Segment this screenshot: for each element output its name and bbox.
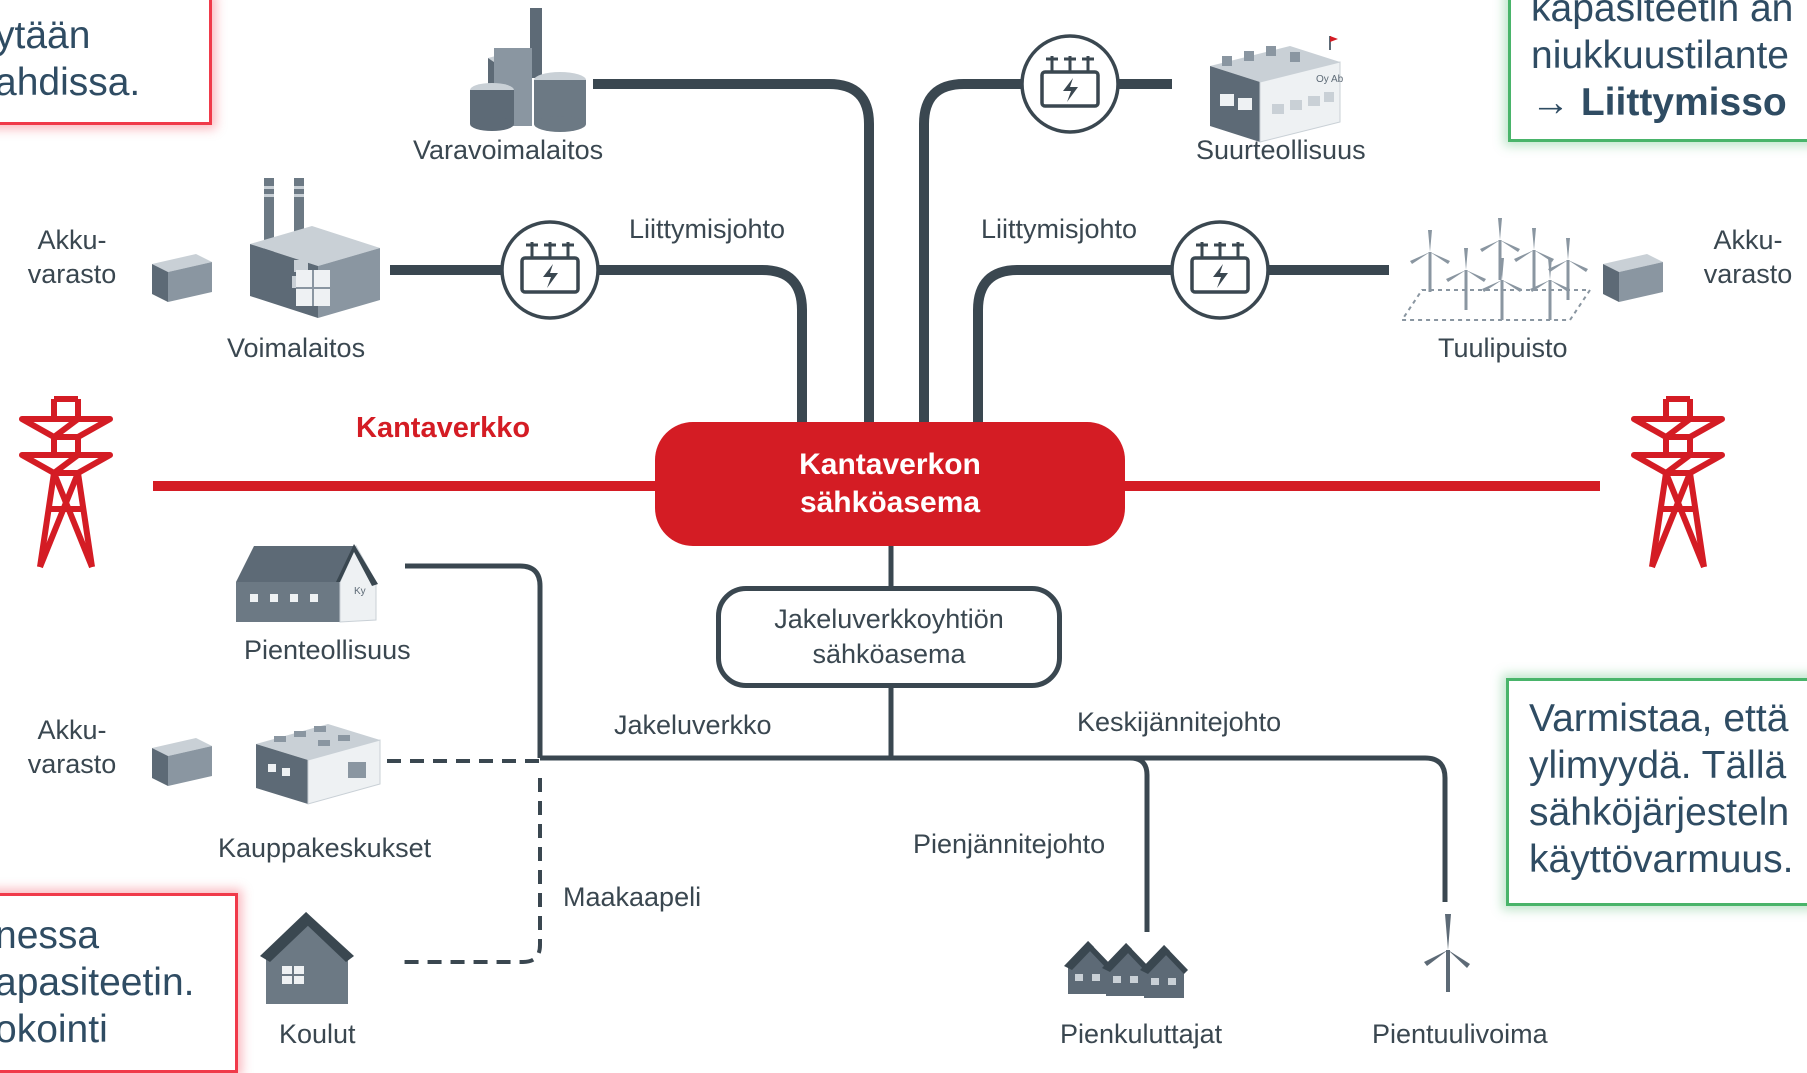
houses-icon <box>1064 941 1188 998</box>
note-top-right: kapasiteetin an niukkuustilante → Liitty… <box>1508 0 1807 142</box>
wind-farm-icon <box>1400 216 1592 322</box>
label-connection-line-right: Liittymisjohto <box>981 214 1138 244</box>
mall-icon <box>256 724 381 805</box>
note-line: nessa <box>0 914 100 957</box>
label-small-wind: Pientuulivoima <box>1372 1019 1548 1049</box>
battery-label-line-1: Akku- <box>1713 225 1783 255</box>
wind-turbine-icon <box>1424 914 1470 992</box>
label-backup-plant: Varavoimalaitos <box>413 135 604 165</box>
note-line: Varmistaa, että <box>1529 697 1789 740</box>
battery-label-line-1: Akku- <box>37 225 107 255</box>
note-line: käyttövarmuus. <box>1529 838 1794 881</box>
note-line: okointi <box>0 1008 108 1051</box>
line-wind-farm <box>973 265 1389 422</box>
line-factory <box>919 79 1172 422</box>
label-small-industry: Pienteollisuus <box>244 635 411 665</box>
distribution-substation: Jakeluverkkoyhtiön sähköasema <box>716 586 1062 688</box>
line-low-voltage <box>1129 755 1150 932</box>
label-low-voltage: Pienjännitejohto <box>913 829 1106 859</box>
note-mid-right: Varmistaa, että ylimyydä. Tällä sähköjär… <box>1506 678 1807 906</box>
factory-sign: Oy Ab <box>1316 74 1344 85</box>
transformer-icon-plant <box>500 220 600 320</box>
battery-icon-left-top <box>152 254 212 302</box>
label-power-plant: Voimalaitos <box>227 333 366 363</box>
workshop-icon: Ky <box>236 544 378 623</box>
label-schools: Koulut <box>279 1019 356 1049</box>
battery-icon-left-mid <box>152 738 212 786</box>
battery-label-line-2: varasto <box>27 259 117 289</box>
line-distribution <box>540 755 1448 902</box>
label-malls: Kauppakeskukset <box>218 833 432 863</box>
substation-label-2: sähköasema <box>799 486 981 519</box>
note-bottom-left: nessa apasiteetin. okointi <box>0 893 238 1073</box>
label-battery-left-top: Akku- varasto <box>6 223 138 291</box>
note-line: ytään <box>0 14 91 57</box>
line-workshop <box>405 563 543 758</box>
substation-label-1: Kantaverkon <box>799 448 981 481</box>
battery-label-line-2: varasto <box>1703 259 1793 289</box>
dist-station-label-1: Jakeluverkkoyhtiön <box>774 604 1004 634</box>
note-top-left: ytään ahdissa. <box>0 0 212 125</box>
battery-label-line-2: varasto <box>27 749 117 779</box>
label-distribution-network: Jakeluverkko <box>614 710 772 740</box>
note-line: apasiteetin. <box>0 961 195 1004</box>
school-icon <box>260 912 354 1004</box>
label-large-industry: Suurteollisuus <box>1196 135 1366 165</box>
line-power-plant <box>390 265 807 422</box>
underground-cable <box>387 759 542 964</box>
transformer-icon-wind <box>1170 220 1270 320</box>
label-battery-left-mid: Akku- varasto <box>6 713 138 781</box>
transformer-icon-factory <box>1020 34 1120 134</box>
grid-title: Kantaverkko <box>356 412 531 444</box>
pylon-icon-right <box>1634 399 1722 567</box>
label-connection-line-left: Liittymisjohto <box>629 214 786 244</box>
pylon-icon-left <box>22 399 110 567</box>
note-line: ylimyydä. Tällä <box>1529 744 1787 787</box>
note-line: sähköjärjesteln <box>1529 791 1790 834</box>
line-backup-plant <box>593 79 874 422</box>
power-plant-icon <box>250 178 380 318</box>
label-wind-farm: Tuulipuisto <box>1438 333 1568 363</box>
label-medium-voltage: Keskijännitejohto <box>1077 707 1282 737</box>
transmission-substation: Kantaverkon sähköasema <box>655 422 1125 546</box>
dist-station-label-2: sähköasema <box>812 639 966 669</box>
note-line: ahdissa. <box>0 61 141 104</box>
workshop-sign: Ky <box>354 586 366 597</box>
label-underground-cable: Maakaapeli <box>563 882 702 912</box>
label-battery-right-top: Akku- varasto <box>1682 223 1807 291</box>
note-line: niukkuustilante <box>1531 34 1789 77</box>
note-line: → Liittymisso <box>1531 81 1787 124</box>
note-line: kapasiteetin an <box>1531 0 1794 30</box>
battery-icon-right-top <box>1603 254 1663 302</box>
label-small-consumers: Pienkuluttajat <box>1060 1019 1223 1049</box>
factory-icon: Oy Ab <box>1210 36 1344 143</box>
battery-label-line-1: Akku- <box>37 715 107 745</box>
backup-plant-icon <box>470 8 586 132</box>
